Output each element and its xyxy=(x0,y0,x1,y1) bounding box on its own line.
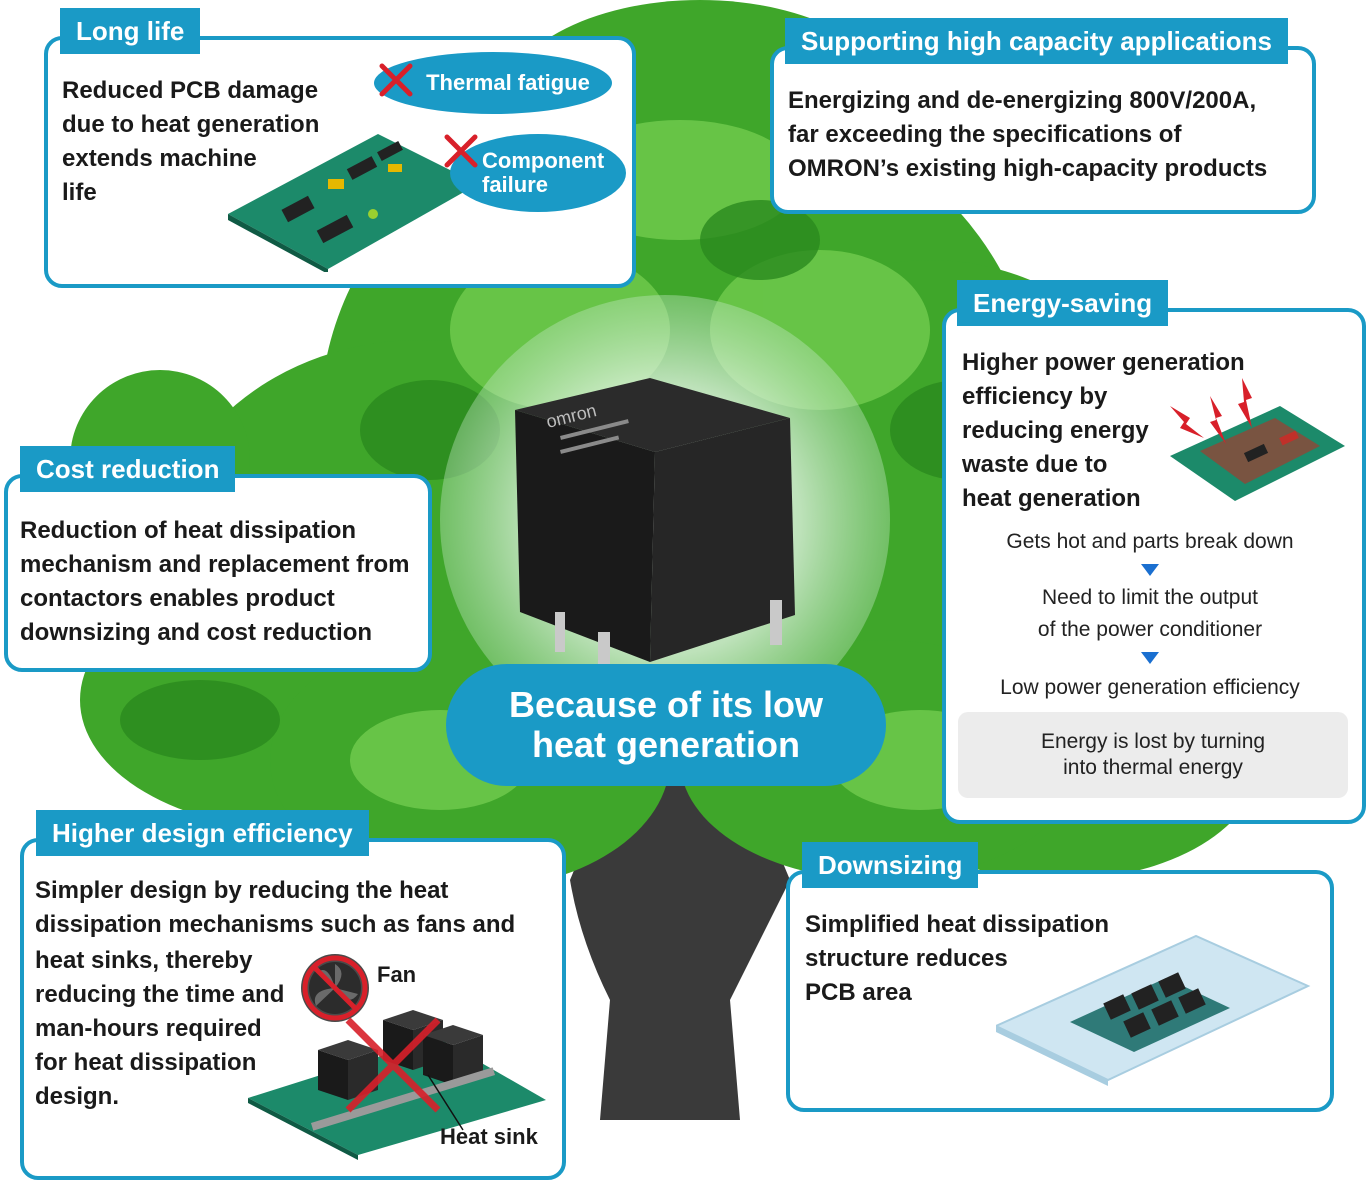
capacity-text: Energizing and de-energizing 800V/200A, … xyxy=(788,87,1268,182)
cross-icon xyxy=(444,134,478,168)
thermal-fatigue-label: Thermal fatigue xyxy=(426,70,590,95)
energy-saving-text: Higher power generation efficiency by re… xyxy=(962,349,1245,512)
fan-label: Fan xyxy=(377,962,417,987)
energy-saving-title: Energy-saving xyxy=(957,280,1169,326)
thermal-fatigue-bubble: Thermal fatigue xyxy=(374,52,612,114)
relay-block-icon xyxy=(318,1010,483,1100)
energy-loss-note: Energy is lost by turning into thermal e… xyxy=(958,712,1348,798)
relay-product-image: omron xyxy=(515,378,795,672)
energy-flow-step-1: Gets hot and parts break down xyxy=(1006,530,1294,553)
pcb-board-illustration xyxy=(228,134,478,272)
design-efficiency-title: Higher design efficiency xyxy=(36,810,369,856)
hot-pcb-illustration xyxy=(1170,378,1345,501)
flow-arrow-icon xyxy=(1141,652,1159,664)
energy-flow-step-2: Need to limit the output of the power co… xyxy=(1037,586,1263,641)
energy-flow-step-3: Low power generation efficiency xyxy=(1000,676,1300,699)
component-failure-label: Component failure xyxy=(482,148,605,197)
component-failure-bubble: Component failure xyxy=(450,134,626,212)
cross-icon xyxy=(379,63,413,97)
heat-sink-label: Heat sink xyxy=(440,1124,538,1149)
design-efficiency-text-top: Simpler design by reducing the heat diss… xyxy=(35,877,516,938)
tree-trunk xyxy=(570,760,790,1120)
central-label: Because of its low heat generation xyxy=(446,664,886,786)
cost-reduction-title: Cost reduction xyxy=(20,446,236,492)
flow-arrow-icon xyxy=(1141,564,1159,576)
cost-reduction-text: Reduction of heat dissipation mechanism … xyxy=(20,517,410,646)
compact-board-illustration xyxy=(996,934,1311,1086)
capacity-title: Supporting high capacity applications xyxy=(785,18,1288,64)
design-efficiency-text-rest: heat sinks, thereby reducing the time an… xyxy=(35,947,285,1110)
heat-bolt-icon xyxy=(1170,378,1252,444)
downsizing-title: Downsizing xyxy=(802,842,979,888)
long-life-text: Reduced PCB damage due to heat generatio… xyxy=(62,77,320,206)
downsizing-text: Simplified heat dissipation structure re… xyxy=(805,911,1110,1006)
relay-board-illustration xyxy=(248,954,546,1160)
long-life-title: Long life xyxy=(60,8,201,54)
